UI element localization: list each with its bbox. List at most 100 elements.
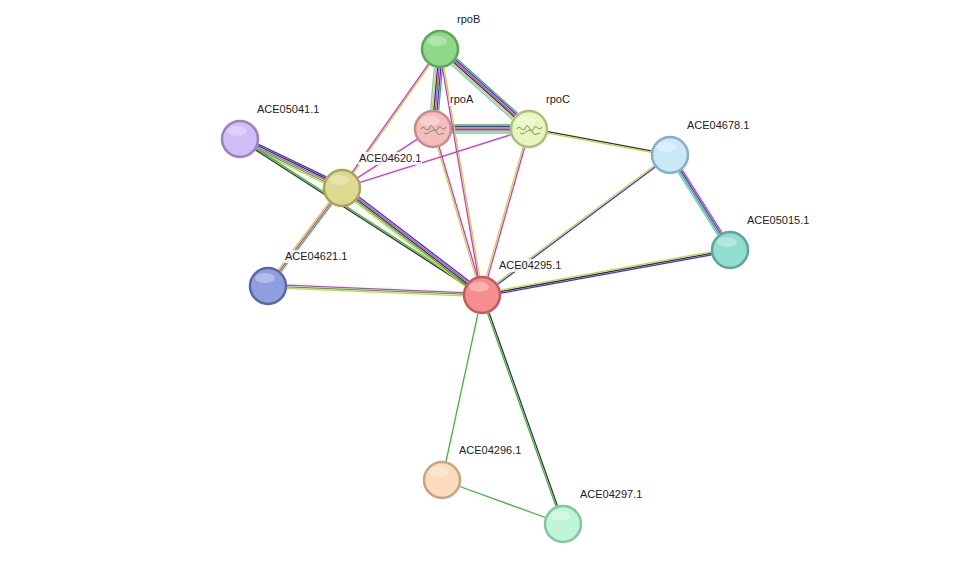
node-circle [220, 119, 260, 159]
protein-node: ACE05041.1 [220, 119, 260, 159]
interaction-edge [355, 197, 469, 286]
node-label: ACE04295.1 [498, 259, 562, 272]
protein-node: ACE04621.1 [248, 266, 288, 306]
protein-node: ACE04678.1 [650, 135, 690, 175]
node-label: rpoA [449, 93, 474, 106]
circle-shape [545, 506, 581, 542]
evidence-strand [356, 201, 466, 285]
node-circle [420, 29, 460, 69]
evidence-strand [678, 172, 718, 235]
interaction-edge [446, 314, 478, 462]
node-label: ACE04621.1 [284, 250, 348, 263]
protein-node: ACE04620.1 [322, 168, 362, 208]
interaction-edge [486, 147, 524, 277]
node-label: ACE04296.1 [458, 444, 522, 457]
evidence-strand [359, 197, 469, 281]
interaction-edge [438, 147, 478, 277]
protein-node: rpoC [509, 109, 549, 149]
circle-shape [712, 232, 748, 268]
evidence-strand [454, 62, 515, 117]
node-label: ACE04297.1 [579, 488, 643, 501]
circle-shine [420, 116, 440, 126]
circle-shape [415, 111, 451, 147]
evidence-strand [439, 147, 477, 277]
evidence-strand [679, 171, 719, 234]
interaction-edge [678, 170, 722, 235]
circle-shape [464, 277, 500, 313]
circle-shape [422, 31, 458, 67]
interaction-edge [451, 59, 517, 120]
evidence-strand [287, 287, 463, 294]
evidence-strand [453, 63, 514, 118]
node-label: ACE05041.1 [256, 103, 320, 116]
circle-shine [717, 237, 737, 247]
evidence-strand [486, 147, 523, 276]
evidence-strand [548, 132, 652, 151]
protein-structure [517, 126, 542, 135]
circle-shine [427, 36, 447, 46]
protein-structure [421, 126, 446, 135]
node-label: rpoB [456, 13, 481, 26]
node-label: rpoC [545, 93, 571, 106]
node-label: ACE04678.1 [686, 119, 750, 132]
evidence-strand [444, 68, 480, 277]
evidence-strand [455, 61, 516, 116]
evidence-strand [681, 171, 721, 234]
evidence-strand [489, 313, 557, 506]
circle-shine [227, 126, 247, 136]
evidence-strand [442, 68, 478, 277]
evidence-strand [488, 313, 556, 506]
interaction-edge [452, 125, 510, 133]
evidence-strand [446, 314, 478, 462]
circle-shine [657, 142, 677, 152]
evidence-strand [452, 128, 510, 129]
node-circle [650, 135, 690, 175]
circle-shape [424, 462, 460, 498]
circle-shape [324, 170, 360, 206]
node-circle [248, 266, 288, 306]
interaction-edge [488, 313, 558, 507]
evidence-strand [456, 60, 517, 115]
interaction-edge [548, 132, 652, 153]
circle-shape [250, 268, 286, 304]
interaction-edge [287, 285, 463, 296]
node-circle [710, 230, 750, 270]
protein-node: rpoB [420, 29, 460, 69]
protein-node: ACE04296.1 [422, 460, 462, 500]
evidence-strand [451, 65, 512, 120]
interaction-edge [460, 486, 545, 517]
protein-node: ACE04295.1 [462, 275, 502, 315]
node-circle [413, 109, 453, 149]
evidence-strand [256, 149, 324, 182]
circle-shine [329, 175, 349, 185]
node-label: ACE04620.1 [358, 152, 422, 165]
protein-node: ACE04297.1 [543, 504, 583, 544]
node-circle [509, 109, 549, 149]
evidence-strand [452, 124, 510, 125]
interaction-edge [442, 68, 479, 277]
evidence-strand [438, 147, 476, 277]
evidence-strand [452, 129, 510, 130]
evidence-strand [548, 133, 652, 152]
node-circle [322, 168, 362, 208]
evidence-strand [452, 126, 510, 127]
evidence-strand [431, 68, 435, 110]
circle-shine [255, 273, 275, 283]
node-circle [543, 504, 583, 544]
interaction-edge [431, 68, 443, 111]
evidence-strand [682, 170, 722, 233]
circle-shine [516, 116, 536, 126]
evidence-strand [488, 147, 525, 276]
protein-node: rpoA [413, 109, 453, 149]
evidence-strand [460, 486, 545, 517]
interaction-edge [256, 149, 467, 286]
evidence-strand [452, 132, 510, 133]
evidence-strand [358, 198, 468, 282]
circle-shape [652, 137, 688, 173]
evidence-strand [497, 166, 655, 283]
evidence-strand [452, 131, 510, 132]
protein-node: ACE05015.1 [710, 230, 750, 270]
evidence-strand [352, 64, 428, 172]
evidence-strand [357, 200, 467, 284]
